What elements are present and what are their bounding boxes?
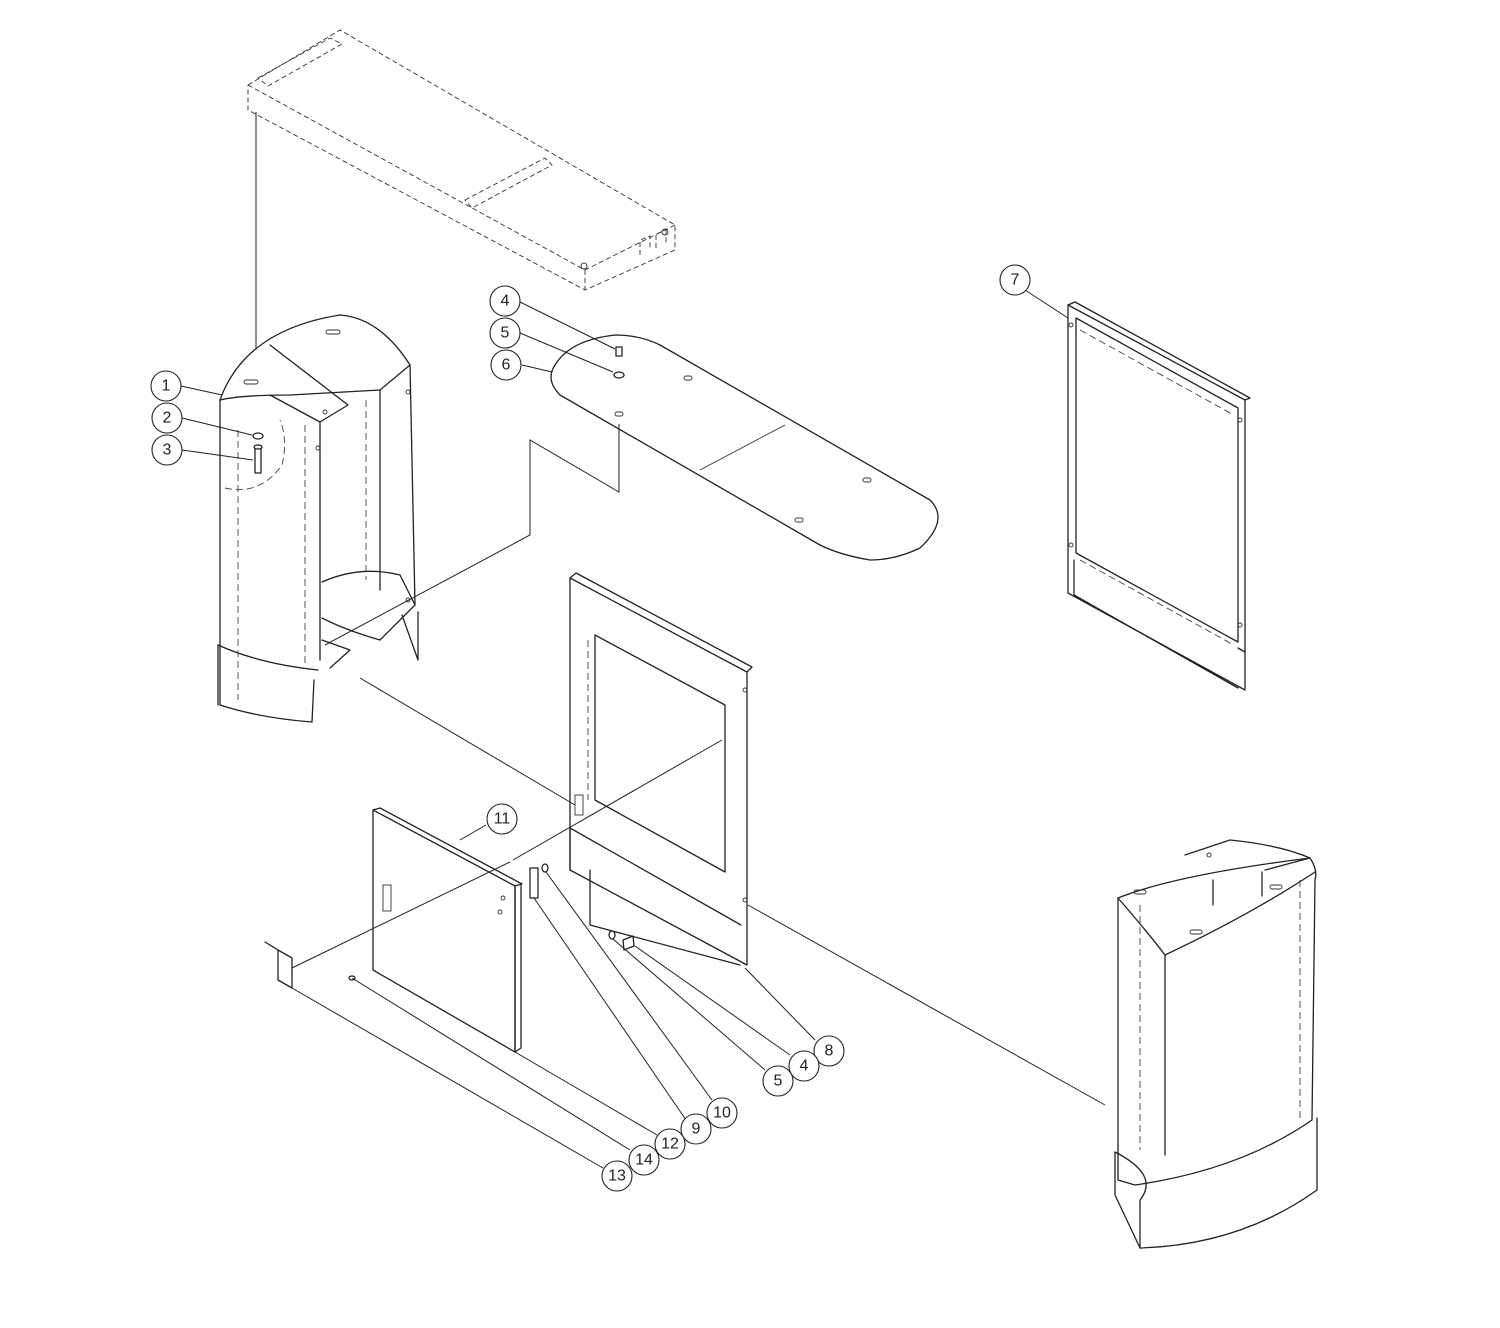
leader-5b [612,938,766,1071]
callout-4a-label: 4 [501,293,510,310]
leader-frame-window [512,739,723,861]
leader-14 [351,977,631,1151]
door-hinge [529,863,635,951]
callout-14-label: 14 [635,1152,653,1169]
left-pedestal [217,314,419,723]
callout-8: 8 [813,1035,845,1067]
leader-6 [521,364,553,373]
leader-frame-to-right-pedestal [747,904,1106,1106]
callout-2-label: 2 [163,410,172,427]
callout-4b-label: 4 [800,1058,809,1075]
callout-7-label: 7 [1011,272,1020,289]
center-frame [569,572,753,966]
leader-pedestal-to-frame [359,677,576,806]
latch-handle [264,941,356,989]
callout-1: 1 [150,370,182,402]
callout-13-label: 13 [608,1168,626,1185]
callout-5b: 5 [762,1065,794,1097]
leader-13 [291,987,604,1169]
leader-4b [634,945,791,1056]
right-pedestal [1114,839,1318,1249]
callout-3: 3 [151,434,183,466]
callout-12-label: 12 [661,1136,679,1153]
callout-10: 10 [706,1097,738,1129]
callout-1-label: 1 [162,378,171,395]
callout-9: 9 [680,1113,712,1145]
leader-12 [514,1051,658,1136]
callout-5a-label: 5 [501,325,510,342]
callout-7: 7 [999,264,1031,296]
right-frame [1067,301,1251,691]
leader-5a [519,332,614,373]
callout-5b-label: 5 [774,1073,783,1090]
callout-8-label: 8 [825,1043,834,1060]
leader-3 [181,449,254,461]
leader-7 [1024,289,1069,319]
mid-plate [550,334,939,561]
callout-10-label: 10 [713,1105,731,1122]
callout-6-label: 6 [502,357,511,374]
leader-latch [291,861,511,969]
leader-10 [545,871,713,1101]
door-panel [372,807,523,1053]
callout-13: 13 [601,1160,633,1192]
top-cover-phantom [247,29,676,291]
leader-2 [181,417,253,436]
leader-11 [459,824,487,841]
callout-4b: 4 [788,1050,820,1082]
leader-1 [180,385,223,396]
callout-4a: 4 [489,285,521,317]
callout-14: 14 [628,1144,660,1176]
callout-2: 2 [151,402,183,434]
leader-4a [517,300,616,350]
leader-plate [324,424,620,646]
callout-3-label: 3 [163,442,172,459]
washer-and-bolt [252,432,264,474]
callout-12: 12 [654,1128,686,1160]
callout-5a: 5 [489,317,521,349]
leader-9 [533,897,687,1121]
callout-9-label: 9 [692,1121,701,1138]
callout-6: 6 [490,349,522,381]
callout-11: 11 [486,803,518,835]
leader-8 [744,967,816,1041]
callout-11-label: 11 [494,811,511,828]
